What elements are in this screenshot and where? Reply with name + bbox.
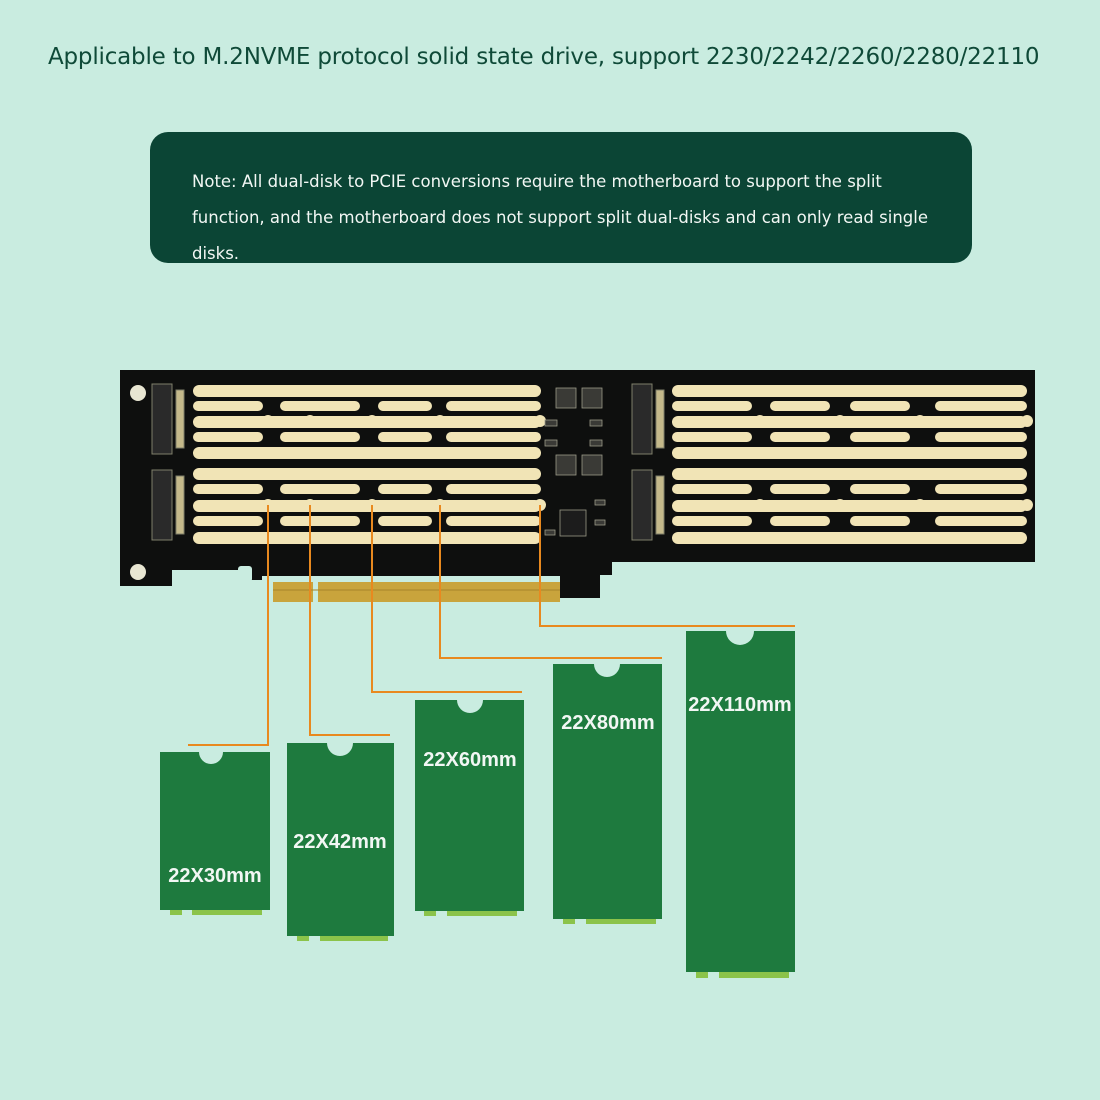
m2-connector-left-top	[151, 383, 185, 455]
ssd-bay-left-top	[193, 385, 546, 459]
headline-text: Applicable to M.2NVME protocol solid sta…	[48, 44, 1040, 70]
note-box: Note: All dual-disk to PCIE conversions …	[150, 132, 972, 263]
bracket-notch	[238, 566, 252, 582]
leader-line-2260	[371, 505, 522, 693]
leader-line-2230	[188, 505, 269, 746]
ssd-module-22110: 22X110mm	[686, 631, 795, 978]
m2-connector-right-top	[631, 383, 665, 455]
ssd-label-2242: 22X42mm	[293, 831, 386, 853]
ssd-module-2242: 22X42mm	[287, 743, 394, 941]
ssd-bay-right-top	[672, 385, 1033, 459]
mount-hole-bottom	[130, 564, 146, 580]
m2-connector-right-bottom	[631, 469, 665, 541]
ssd-module-2280: 22X80mm	[553, 664, 662, 924]
leader-line-2242	[309, 505, 390, 736]
ssd-bay-left-bottom	[193, 468, 546, 544]
ssd-module-2260: 22X60mm	[415, 700, 524, 916]
center-circuitry	[544, 387, 606, 537]
ssd-label-2230: 22X30mm	[168, 865, 261, 887]
mount-hole-top	[130, 385, 146, 401]
note-text: Note: All dual-disk to PCIE conversions …	[192, 172, 928, 263]
ssd-bay-right-bottom	[672, 468, 1033, 544]
ssd-label-2280: 22X80mm	[561, 712, 654, 734]
leader-line-22110	[539, 505, 795, 627]
m2-connector-left-bottom	[151, 469, 185, 541]
leader-line-2280	[439, 505, 662, 659]
ssd-module-2230: 22X30mm	[160, 752, 270, 915]
pcie-gold-fingers	[273, 582, 560, 602]
ssd-label-22110: 22X110mm	[688, 694, 791, 716]
leader-lines	[188, 505, 795, 746]
ssd-label-2260: 22X60mm	[423, 749, 516, 771]
